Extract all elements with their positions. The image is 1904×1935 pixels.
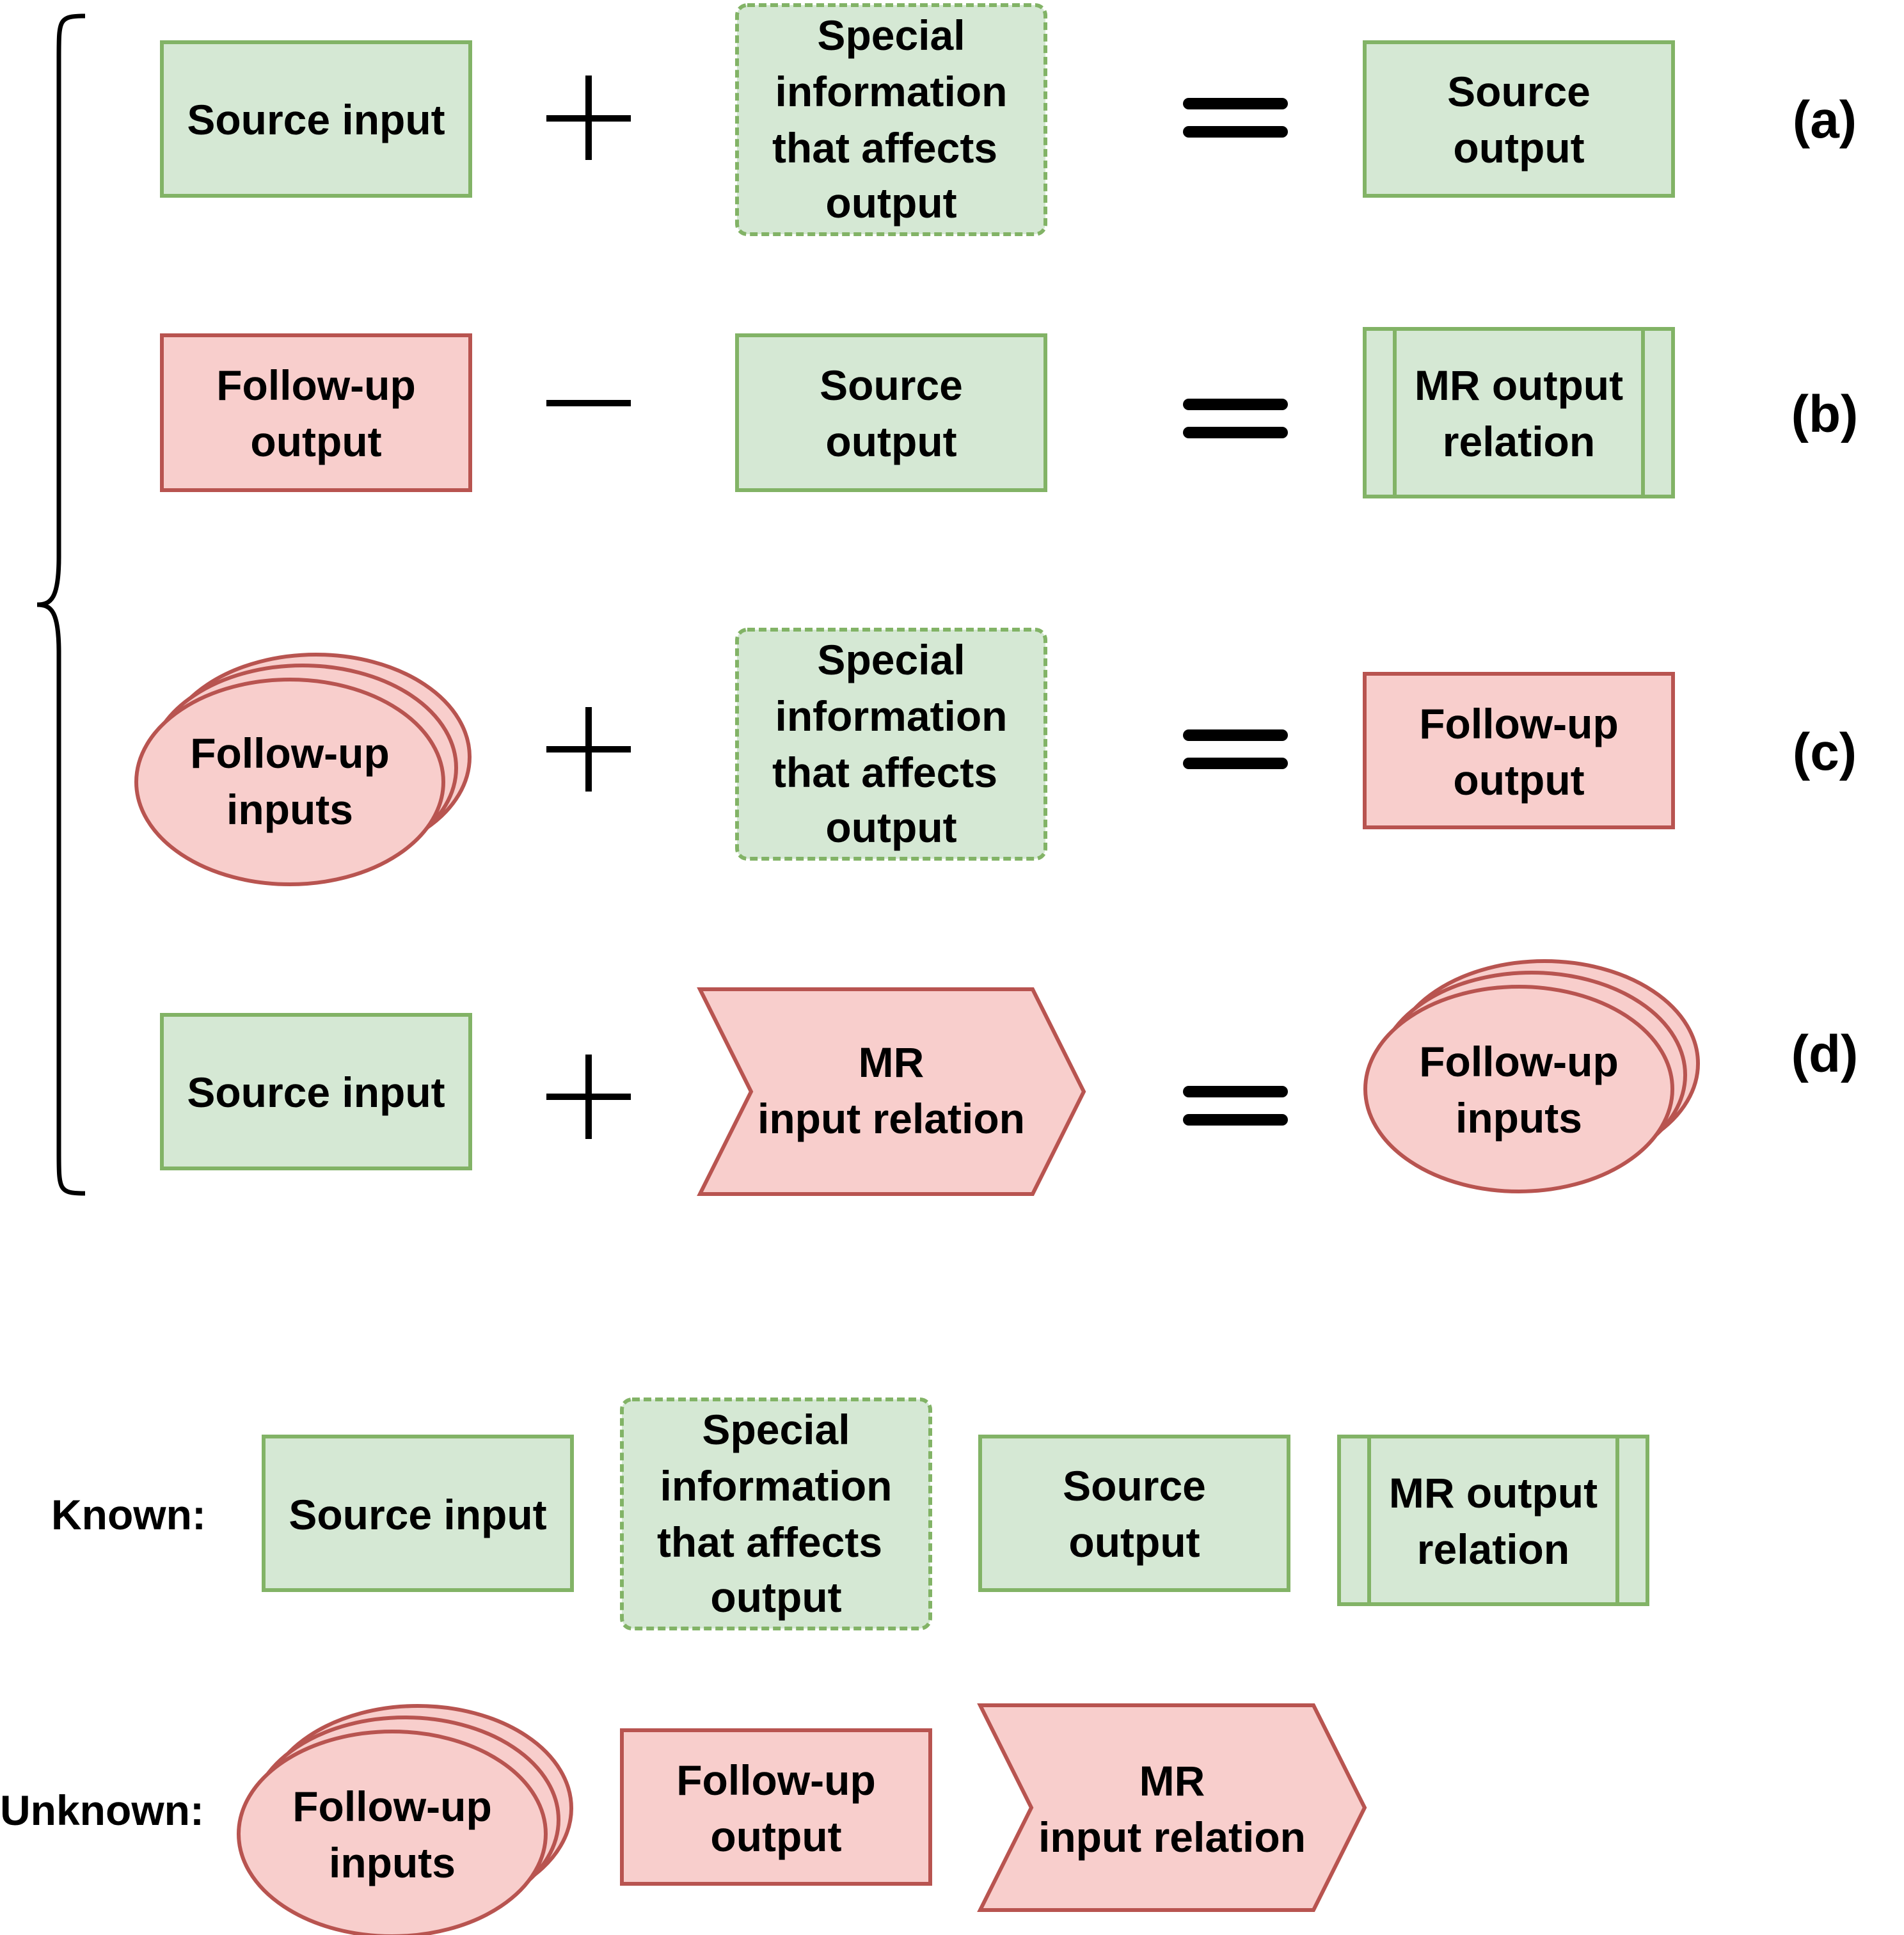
row-d-followup-inputs: Follow-up inputs	[1363, 959, 1700, 1193]
row-c-followup-output: Follow-up output	[1363, 672, 1675, 829]
legend-mr-input-relation: MR input relation	[977, 1703, 1367, 1912]
plus-operator	[546, 76, 631, 160]
row-c-result-text-2: output	[1453, 756, 1584, 804]
row-b-source-output: Source output	[735, 333, 1047, 492]
legend-mr-output-text-1: MR output	[1389, 1469, 1598, 1517]
legend-special-text-4: output	[710, 1573, 841, 1621]
legend-followup-inputs-text-2: inputs	[329, 1839, 456, 1886]
row-c-followup-text-2: inputs	[226, 786, 353, 833]
row-b-followup-text-2: output	[250, 418, 381, 465]
row-a-special-info: Special information that affects output	[735, 3, 1047, 236]
legend-mr-input-text-1: MR	[1139, 1757, 1205, 1804]
row-a-special-text-2: information	[775, 68, 1008, 115]
plus-operator	[546, 707, 631, 792]
row-b-result-text-1: MR output	[1415, 362, 1623, 409]
row-c-label: (c)	[1793, 723, 1857, 781]
equals-operator	[1183, 98, 1288, 138]
legend-followup-output-text-1: Follow-up	[676, 1756, 876, 1804]
plus-operator	[546, 1055, 631, 1139]
row-d-result-text-1: Follow-up	[1419, 1038, 1619, 1085]
row-d-source-input-text: Source input	[187, 1069, 445, 1116]
legend-mr-output-text-2: relation	[1417, 1525, 1569, 1573]
grouping-brace	[36, 13, 86, 1196]
row-a-source-output: Source output	[1363, 40, 1675, 198]
row-a-source-input-text: Source input	[187, 96, 445, 143]
row-b: Follow-up output Source output MR output…	[160, 327, 1859, 498]
legend-mr-output-relation: MR output relation	[1337, 1435, 1649, 1606]
row-c-special-text-2: information	[775, 692, 1008, 740]
row-b-mr-output-relation: MR output relation	[1363, 327, 1675, 498]
row-a-label: (a)	[1793, 91, 1857, 149]
legend-special-info: Special information that affects output	[620, 1397, 932, 1630]
legend-followup-output: Follow-up output	[620, 1728, 932, 1886]
legend-mr-input-text-2: input relation	[1038, 1813, 1306, 1861]
row-c-result-text-1: Follow-up	[1419, 700, 1619, 747]
row-d-mr-text-1: MR	[859, 1039, 924, 1086]
row-c-special-text-4: output	[825, 804, 956, 851]
row-a-special-text-4: output	[825, 179, 956, 227]
row-b-followup-text-1: Follow-up	[216, 362, 416, 409]
row-a: Source input Special information that af…	[160, 3, 1857, 236]
legend-special-text-2: information	[660, 1462, 892, 1509]
legend-special-text-1: Special	[702, 1406, 850, 1453]
row-b-source-text-1: Source	[820, 362, 963, 409]
unknown-label: Unknown:	[0, 1787, 204, 1834]
row-b-result-text-2: relation	[1443, 418, 1595, 465]
row-c-followup-inputs: Follow-up inputs	[134, 653, 472, 886]
row-b-followup-output: Follow-up output	[160, 333, 472, 492]
equals-operator	[1183, 1086, 1288, 1126]
legend-source-output-text-2: output	[1068, 1518, 1200, 1566]
row-a-result-text-2: output	[1453, 124, 1584, 171]
row-d-mr-input-relation: MR input relation	[697, 987, 1086, 1196]
row-c-special-text-3: that affects	[772, 749, 997, 796]
row-d-source-input: Source input	[160, 1013, 472, 1170]
legend-source-output-text-1: Source	[1063, 1462, 1206, 1509]
legend-followup-output-text-2: output	[710, 1813, 841, 1860]
row-c-special-text-1: Special	[817, 636, 965, 683]
legend-followup-inputs-text-1: Follow-up	[292, 1783, 492, 1830]
row-b-label: (b)	[1791, 385, 1859, 443]
legend-source-input: Source input	[262, 1435, 574, 1592]
legend-followup-inputs: Follow-up inputs	[237, 1704, 573, 1935]
legend-special-text-3: that affects	[657, 1518, 882, 1566]
known-label: Known:	[51, 1491, 206, 1538]
row-d-result-text-2: inputs	[1456, 1094, 1582, 1142]
equals-operator	[1183, 399, 1288, 438]
equals-operator	[1183, 729, 1288, 769]
legend-unknown: Unknown: Follow-up inputs Follow-up outp…	[0, 1703, 1367, 1935]
row-a-source-input: Source input	[160, 40, 472, 198]
row-c: Follow-up inputs Special information tha…	[134, 628, 1857, 886]
row-d-label: (d)	[1791, 1025, 1859, 1083]
row-d-mr-text-2: input relation	[758, 1095, 1025, 1142]
row-a-result-text-1: Source	[1447, 68, 1591, 115]
legend-source-output: Source output	[978, 1435, 1290, 1592]
row-c-followup-text-1: Follow-up	[190, 729, 390, 777]
row-a-special-text-1: Special	[817, 12, 965, 59]
row-c-special-info: Special information that affects output	[735, 628, 1047, 861]
row-a-special-text-3: that affects	[772, 124, 997, 171]
legend-known: Known: Source input Special information …	[51, 1397, 1649, 1630]
row-d: Source input MR input relation Follow-up…	[160, 959, 1859, 1196]
legend-source-input-text: Source input	[289, 1491, 546, 1538]
row-b-source-text-2: output	[825, 418, 956, 465]
